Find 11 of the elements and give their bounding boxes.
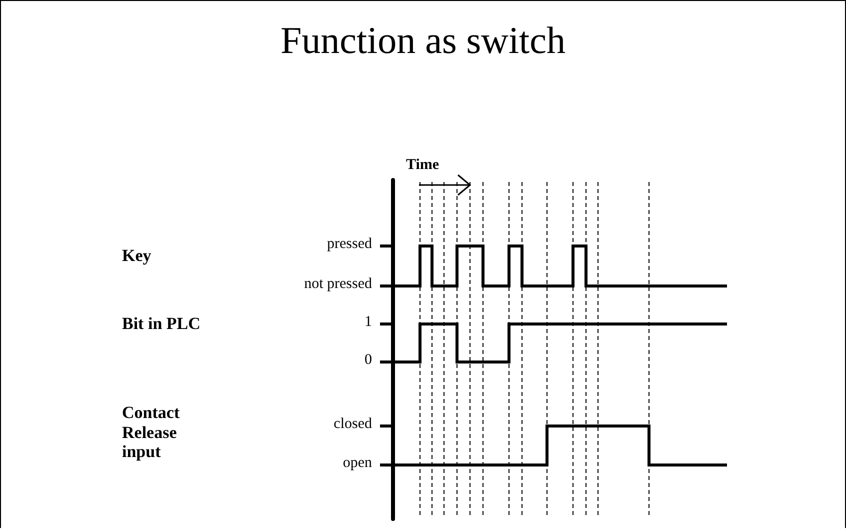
signal-name: Contact Release input xyxy=(122,403,181,462)
signal-name: Bit in PLC xyxy=(122,314,202,334)
signal-name: Key xyxy=(122,246,152,266)
level-label: pressed xyxy=(326,236,372,254)
level-label: closed xyxy=(332,416,372,434)
level-label: not pressed xyxy=(303,276,372,294)
level-label: 1 xyxy=(364,314,372,332)
level-label: open xyxy=(342,455,372,472)
level-label: 0 xyxy=(364,352,372,370)
diagram-title: Function as switch xyxy=(280,20,566,64)
time-label: Time xyxy=(406,157,440,174)
